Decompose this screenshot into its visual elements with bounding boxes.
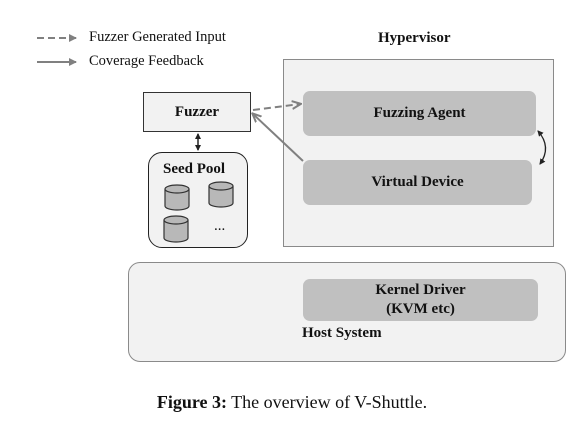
figure-number: Figure 3: — [156, 392, 227, 412]
legend-generated-input-label: Fuzzer Generated Input — [89, 29, 226, 45]
agent-device-arrow — [537, 130, 547, 165]
fuzzer-label: Fuzzer — [174, 103, 220, 120]
coverage-feedback-arrow — [253, 114, 304, 162]
database-icon — [164, 184, 190, 211]
generated-input-arrow — [252, 104, 300, 111]
fuzzing-agent-box: Fuzzing Agent — [303, 91, 536, 136]
seed-pool-ellipsis: ... — [214, 218, 226, 234]
kernel-driver-sublabel: (KVM etc) — [386, 301, 455, 317]
database-icon — [208, 181, 234, 208]
kernel-driver-box: Kernel Driver (KVM etc) — [303, 279, 538, 321]
host-system-label: Host System — [302, 325, 382, 341]
figure-caption: Figure 3: The overview of V-Shuttle. — [0, 392, 584, 413]
caption-text: The overview of V-Shuttle. — [227, 392, 428, 412]
virtual-device-label: Virtual Device — [371, 174, 464, 190]
seed-pool-title: Seed Pool — [163, 161, 226, 177]
fuzzing-agent-label: Fuzzing Agent — [373, 105, 466, 121]
hypervisor-container — [283, 59, 554, 247]
hypervisor-title: Hypervisor — [378, 30, 451, 46]
legend-coverage-feedback-label: Coverage Feedback — [89, 53, 204, 69]
database-icon — [163, 215, 189, 243]
virtual-device-box: Virtual Device — [303, 160, 532, 205]
kernel-driver-label: Kernel Driver — [375, 282, 466, 298]
